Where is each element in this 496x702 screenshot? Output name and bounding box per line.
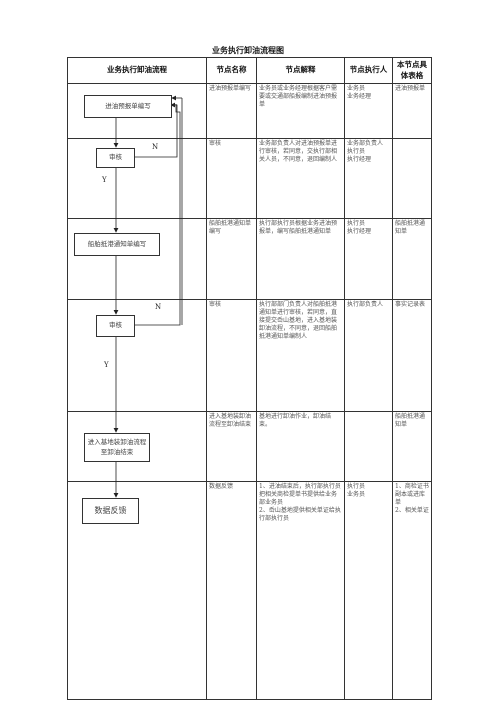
node-name: 审核 [206, 299, 257, 412]
flow-cell [67, 218, 207, 300]
node-name: 审核 [206, 138, 257, 219]
page-title: 业务执行卸油流程图 [212, 45, 284, 55]
node-form: 事实记录表 [392, 299, 432, 412]
node-form: 1、商检证书副本或进库单 2、相关单证 [392, 481, 432, 700]
node-form: 进油预报单 [392, 83, 432, 139]
flow-step-label: 进入基地装卸油流程至卸油结束 [87, 438, 147, 456]
flow-label-yes-1: Y [102, 176, 107, 184]
table-row: 船舶抵港通知单编写 执行部执行员根据业务进油预报单，编写船舶抵港通知单 执行员 … [67, 218, 432, 300]
node-executor [344, 411, 393, 482]
table-row: 审核 业务部负责人对进油预报单进行审核，若同意，交执行部相关人员，不同意，退回编… [67, 138, 432, 219]
flow-label-no-1: N [152, 143, 159, 151]
flow-cell [67, 138, 207, 219]
node-explain: 基地进行卸油作业，卸油结束。 [256, 411, 345, 482]
node-explain: 业务员或业务经理根据客户需要或交通部船报编制进油预报单 [256, 83, 345, 139]
flow-step-label: 数据反馈 [94, 506, 127, 516]
flow-step-label: 船舶抵港通知单编写 [87, 239, 147, 248]
flow-step-review-1: 审核 [96, 148, 135, 168]
table-row: 进油预报单编写 业务员或业务经理根据客户需要或交通部船报编制进油预报单 业务员 … [67, 83, 432, 139]
node-explain: 执行部执行员根据业务进油预报单，编写船舶抵港通知单 [256, 218, 345, 300]
node-explain: 业务部负责人对进油预报单进行审核，若同意，交执行部相关人员，不同意，退回编制人 [256, 138, 345, 219]
flow-step-base-unloading: 进入基地装卸油流程至卸油结束 [84, 433, 150, 462]
table-header-row: 业务执行卸油流程 节点名称 节点解释 节点执行人 本节点具体表格 [67, 57, 432, 84]
flow-step-label: 审核 [109, 153, 122, 162]
node-name: 数据反馈 [206, 481, 257, 700]
header-form: 本节点具体表格 [392, 57, 432, 84]
node-form [392, 138, 432, 219]
node-form: 船舶抵港通知单 [392, 218, 432, 300]
node-executor: 执行员 执行经理 [344, 218, 393, 300]
flow-label-yes-2: Y [104, 361, 109, 369]
node-name: 进入基地装卸油流程至卸油结束 [206, 411, 257, 482]
flow-step-review-2: 审核 [96, 315, 135, 337]
node-form: 船舶抵港通知单 [392, 411, 432, 482]
flow-step-label: 进油预报单编写 [105, 101, 151, 110]
flow-step-data-feedback: 数据反馈 [82, 498, 139, 524]
table-row: 审核 执行部部门负责人对船舶抵港通知单进行审核，若同意，直接提交岙山基地，进入基… [67, 299, 432, 412]
flow-step-prepare-forecast: 进油预报单编写 [84, 95, 172, 118]
node-executor: 业务部负责人 执行员 执行经理 [344, 138, 393, 219]
process-table: 业务执行卸油流程 节点名称 节点解释 节点执行人 本节点具体表格 进油预报单编写… [67, 57, 432, 700]
flow-step-arrival-notice: 船舶抵港通知单编写 [74, 233, 160, 256]
node-explain: 执行部部门负责人对船舶抵港通知单进行审核，若同意，直接提交岙山基地，进入基地装卸… [256, 299, 345, 412]
flow-cell [67, 299, 207, 412]
node-explain: 1、进油结束后，执行部执行员把相关商检提单书提供给业务部业务员 2、岙山基地提供… [256, 481, 345, 700]
flow-label-no-2: N [155, 303, 162, 311]
flow-step-label: 审核 [109, 321, 122, 330]
